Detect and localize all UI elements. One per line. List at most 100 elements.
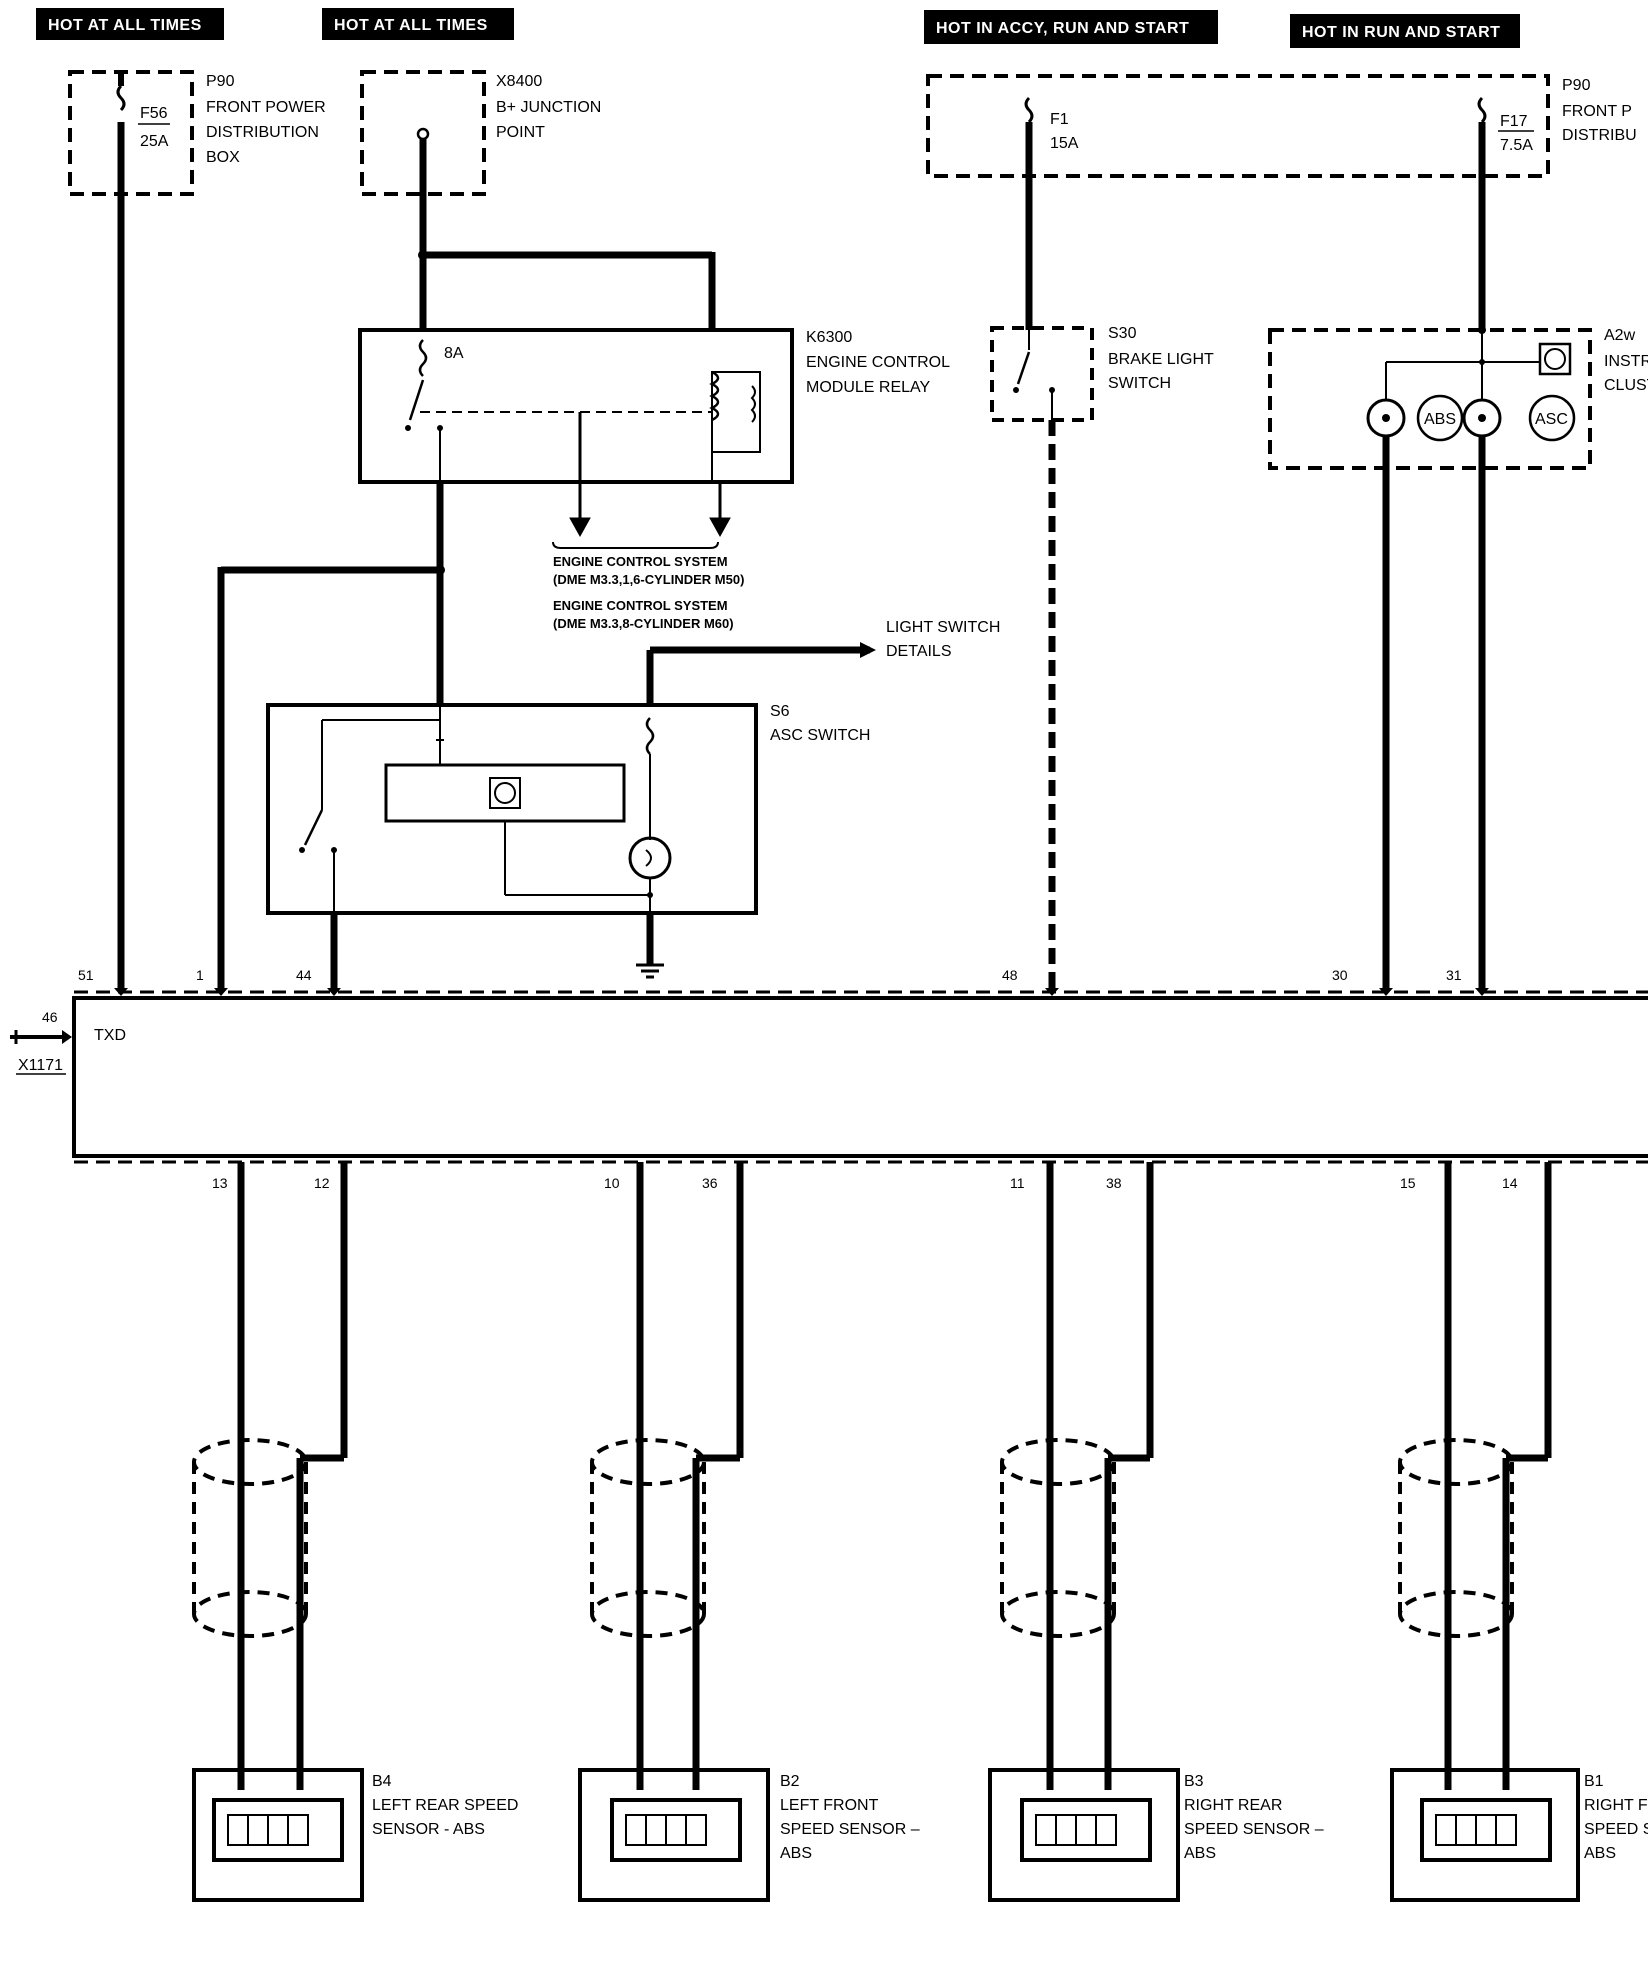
svg-text:48: 48	[1002, 967, 1018, 983]
svg-text:LEFT REAR SPEED: LEFT REAR SPEED	[372, 1797, 518, 1814]
svg-text:B3: B3	[1184, 1773, 1204, 1790]
abs-control-module: TXD	[72, 990, 1648, 1164]
svg-text:15A: 15A	[1050, 135, 1079, 152]
top-pin-terminals	[114, 988, 1489, 996]
svg-text:14: 14	[1502, 1175, 1518, 1191]
svg-text:POINT: POINT	[496, 124, 545, 141]
shielded-cable-b2	[590, 1438, 706, 1638]
svg-text:P90: P90	[206, 73, 235, 90]
svg-text:X1171: X1171	[18, 1057, 63, 1074]
svg-text:38: 38	[1106, 1175, 1122, 1191]
svg-text:X8400: X8400	[496, 73, 542, 90]
svg-text:(DME M3.3,8-CYLINDER M60): (DME M3.3,8-CYLINDER M60)	[553, 616, 734, 631]
svg-text:FRONT POWER: FRONT POWER	[206, 99, 326, 116]
svg-text:25A: 25A	[140, 133, 169, 150]
svg-text:31: 31	[1446, 967, 1462, 983]
txd-connector-x1171: 46 X1171	[10, 1009, 72, 1075]
svg-text:TXD: TXD	[94, 1027, 126, 1044]
sensor-b1-right-front: B1 RIGHT F SPEED S ABS	[1390, 1768, 1648, 1902]
svg-text:BRAKE LIGHT: BRAKE LIGHT	[1108, 351, 1214, 368]
svg-text:BOX: BOX	[206, 149, 240, 166]
ground-symbol	[636, 913, 664, 979]
svg-text:15: 15	[1400, 1175, 1416, 1191]
power-wires	[117, 122, 1486, 992]
svg-text:RIGHT F: RIGHT F	[1584, 1797, 1648, 1814]
svg-text:B+ JUNCTION: B+ JUNCTION	[496, 99, 601, 116]
x8400-junction-point: X8400 B+ JUNCTION POINT	[360, 70, 601, 196]
svg-text:ABS: ABS	[1424, 411, 1456, 428]
svg-text:FRONT P: FRONT P	[1562, 103, 1632, 120]
svg-text:F56: F56	[140, 105, 168, 122]
sensor-wires	[237, 1162, 1552, 1790]
svg-text:HOT IN RUN AND START: HOT IN RUN AND START	[1302, 24, 1500, 41]
svg-text:30: 30	[1332, 967, 1348, 983]
svg-text:F1: F1	[1050, 111, 1069, 128]
svg-text:DISTRIBUTION: DISTRIBUTION	[206, 124, 319, 141]
bottom-pin-labels: 13 12 10 36 11 38 15 14	[212, 1175, 1518, 1191]
svg-text:46: 46	[42, 1009, 58, 1025]
top-pin-labels: 51 1 44 48 30 31	[78, 967, 1462, 983]
svg-text:ABS: ABS	[1184, 1845, 1216, 1862]
svg-text:DISTRIBU: DISTRIBU	[1562, 127, 1637, 144]
svg-text:ENGINE CONTROL SYSTEM: ENGINE CONTROL SYSTEM	[553, 598, 728, 613]
svg-text:ENGINE CONTROL SYSTEM: ENGINE CONTROL SYSTEM	[553, 554, 728, 569]
svg-text:HOT IN ACCY, RUN AND START: HOT IN ACCY, RUN AND START	[936, 20, 1189, 37]
svg-text:SPEED S: SPEED S	[1584, 1821, 1648, 1838]
svg-text:A2w: A2w	[1604, 327, 1636, 344]
header-hot-at-all-times-2: HOT AT ALL TIMES	[322, 8, 514, 40]
svg-text:ABS: ABS	[780, 1845, 812, 1862]
svg-text:S30: S30	[1108, 325, 1137, 342]
k6300-engine-control-module-relay: 8A K6300 ENGINE CONTROL MODULE RELAY	[358, 328, 950, 484]
svg-text:MODULE RELAY: MODULE RELAY	[806, 379, 931, 396]
svg-text:SENSOR - ABS: SENSOR - ABS	[372, 1821, 485, 1838]
svg-text:1: 1	[196, 967, 204, 983]
svg-text:36: 36	[702, 1175, 718, 1191]
svg-text:7.5A: 7.5A	[1500, 137, 1533, 154]
shielded-cable-b1	[1398, 1438, 1514, 1638]
svg-text:K6300: K6300	[806, 329, 852, 346]
svg-text:INSTR: INSTR	[1604, 353, 1648, 370]
svg-text:HOT AT ALL TIMES: HOT AT ALL TIMES	[334, 17, 488, 34]
relay-to-asc-wires	[217, 565, 444, 992]
svg-text:RIGHT REAR: RIGHT REAR	[1184, 1797, 1282, 1814]
splice-dot	[418, 250, 428, 260]
svg-text:P90: P90	[1562, 77, 1591, 94]
svg-text:12: 12	[314, 1175, 330, 1191]
svg-text:ASC SWITCH: ASC SWITCH	[770, 727, 870, 744]
svg-text:HOT AT ALL TIMES: HOT AT ALL TIMES	[48, 17, 202, 34]
svg-text:B2: B2	[780, 1773, 800, 1790]
sensor-b4-left-rear: B4 LEFT REAR SPEED SENSOR - ABS	[192, 1768, 518, 1902]
svg-text:B4: B4	[372, 1773, 392, 1790]
svg-text:8A: 8A	[444, 345, 464, 362]
svg-text:SPEED SENSOR –: SPEED SENSOR –	[780, 1821, 920, 1838]
engine-control-system-labels: ENGINE CONTROL SYSTEM (DME M3.3,1,6-CYLI…	[553, 554, 744, 631]
svg-text:10: 10	[604, 1175, 620, 1191]
svg-text:SPEED SENSOR –: SPEED SENSOR –	[1184, 1821, 1324, 1838]
splice-dot	[435, 565, 445, 575]
svg-text:S6: S6	[770, 703, 790, 720]
svg-text:11: 11	[1010, 1175, 1025, 1191]
svg-text:(DME M3.3,1,6-CYLINDER M50): (DME M3.3,1,6-CYLINDER M50)	[553, 572, 744, 587]
header-hot-in-run-and-start: HOT IN RUN AND START	[1290, 14, 1520, 48]
light-switch-details-connector: LIGHT SWITCH DETAILS	[646, 619, 1000, 705]
engine-control-arrows	[436, 412, 731, 565]
svg-text:DETAILS: DETAILS	[886, 643, 952, 660]
svg-text:B1: B1	[1584, 1773, 1604, 1790]
svg-text:LIGHT SWITCH: LIGHT SWITCH	[886, 619, 1000, 636]
header-hot-at-all-times-1: HOT AT ALL TIMES	[36, 8, 224, 40]
shielded-cable-b4	[192, 1438, 308, 1638]
svg-text:F17: F17	[1500, 113, 1528, 130]
svg-text:ABS: ABS	[1584, 1845, 1616, 1862]
shielded-cable-b3	[1000, 1438, 1116, 1638]
header-hot-in-accy-run-start: HOT IN ACCY, RUN AND START	[924, 10, 1218, 44]
sensor-b2-left-front: B2 LEFT FRONT SPEED SENSOR – ABS	[578, 1768, 920, 1902]
svg-text:51: 51	[78, 967, 94, 983]
s6-asc-switch: S6 ASC SWITCH	[266, 703, 870, 915]
p90-fuse-box-left: F56 25A P90 FRONT POWER DISTRIBUTION BOX	[68, 70, 326, 196]
s30-brake-light-switch: S30 BRAKE LIGHT SWITCH	[990, 325, 1214, 422]
svg-text:44: 44	[296, 967, 312, 983]
p90-fuse-box-right: F1 15A F17 7.5A P90 FRONT P DISTRIBU	[926, 74, 1637, 178]
